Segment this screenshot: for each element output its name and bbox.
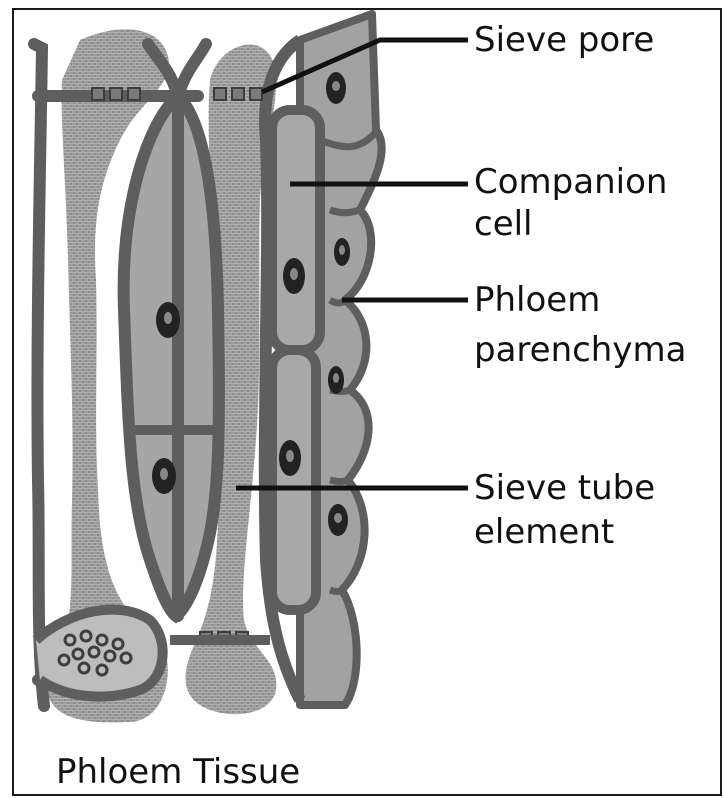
diagram-caption: Phloem Tissue xyxy=(56,752,300,792)
label-phloem-parenchyma-line2: parenchyma xyxy=(474,330,686,370)
label-sieve-tube-line1: Sieve tube xyxy=(474,468,655,508)
companion-cell-upper xyxy=(272,110,320,350)
companion-cell-lower xyxy=(272,350,316,610)
label-phloem-parenchyma-line1: Phloem xyxy=(474,280,600,320)
label-sieve-tube-line2: element xyxy=(474,512,614,552)
label-sieve-pore: Sieve pore xyxy=(474,20,654,60)
label-companion-cell-line2: cell xyxy=(474,204,533,244)
sieve-tube-element xyxy=(124,96,219,616)
label-companion-cell-line1: Companion xyxy=(474,162,667,202)
